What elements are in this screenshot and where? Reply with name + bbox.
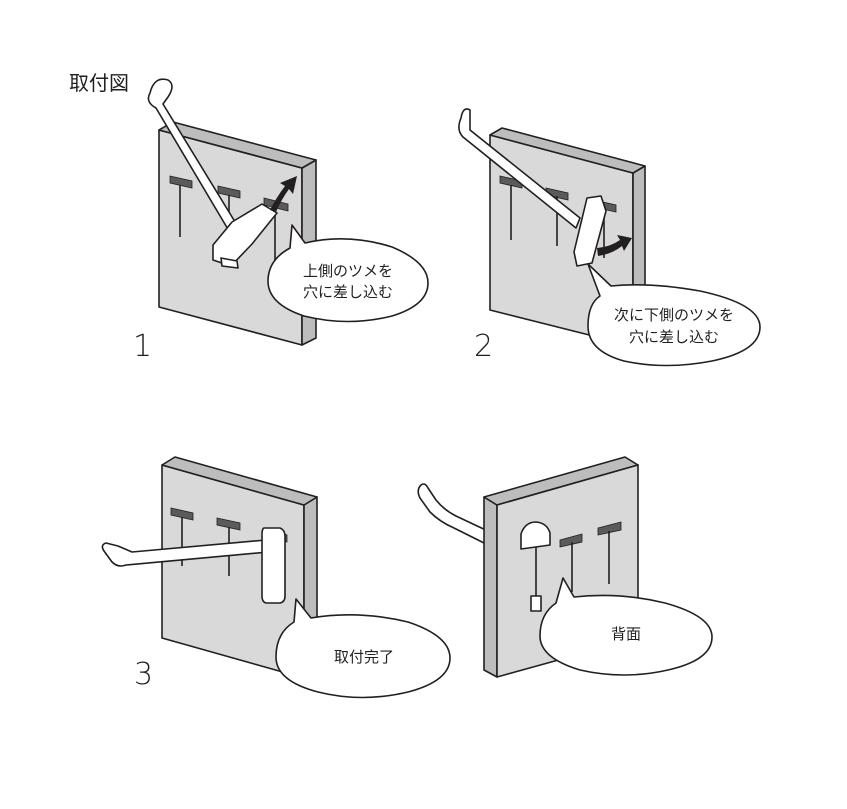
hook-bracket [212,203,278,267]
hook-bracket [573,195,607,267]
hook [101,539,269,567]
back-view-caption: 背面 [611,625,641,643]
step-caption: 取付完了 [334,648,394,666]
slot-bar [170,507,194,521]
slot-bar [597,521,622,536]
hook-bracket [261,527,286,604]
hook-bracket [520,521,551,550]
insert-arrow-icon [597,235,632,256]
step-2: 次に下側のツメを 穴に差し込む 2 [458,108,761,367]
pegboard-edge [483,496,498,678]
step-1: 上側のツメを 穴に差し込む 1 [133,78,429,364]
step-3: 取付完了 3 [101,456,451,699]
diagram-title: 取付図 [69,71,129,95]
step-number: 2 [474,329,493,364]
step-caption-line-2: 穴に差し込む [629,328,719,346]
hook-tab [530,595,542,612]
step-number: 3 [134,657,153,692]
speech-bubble [539,577,713,676]
pegboard-top-edge [161,456,318,506]
speech-bubble [587,263,761,367]
hook [458,108,581,229]
pegboard-top-edge [489,127,646,174]
insert-arrow-icon [270,176,297,212]
hook [147,78,241,237]
speech-bubble [267,224,429,323]
step-number: 1 [133,329,152,364]
slot-bar [217,185,241,199]
back-view: 背面 [417,456,713,678]
slot-bar [216,517,241,531]
slot-bar [169,175,193,189]
speech-bubble [275,598,451,699]
hook [417,483,491,546]
step-caption-line-1: 次に下側のツメを [614,306,734,324]
step-caption-line-2: 穴に差し込む [303,283,393,301]
hook-tab [220,257,239,269]
slot-bar [559,533,583,548]
step-caption-line-1: 上側のツメを [303,262,393,280]
